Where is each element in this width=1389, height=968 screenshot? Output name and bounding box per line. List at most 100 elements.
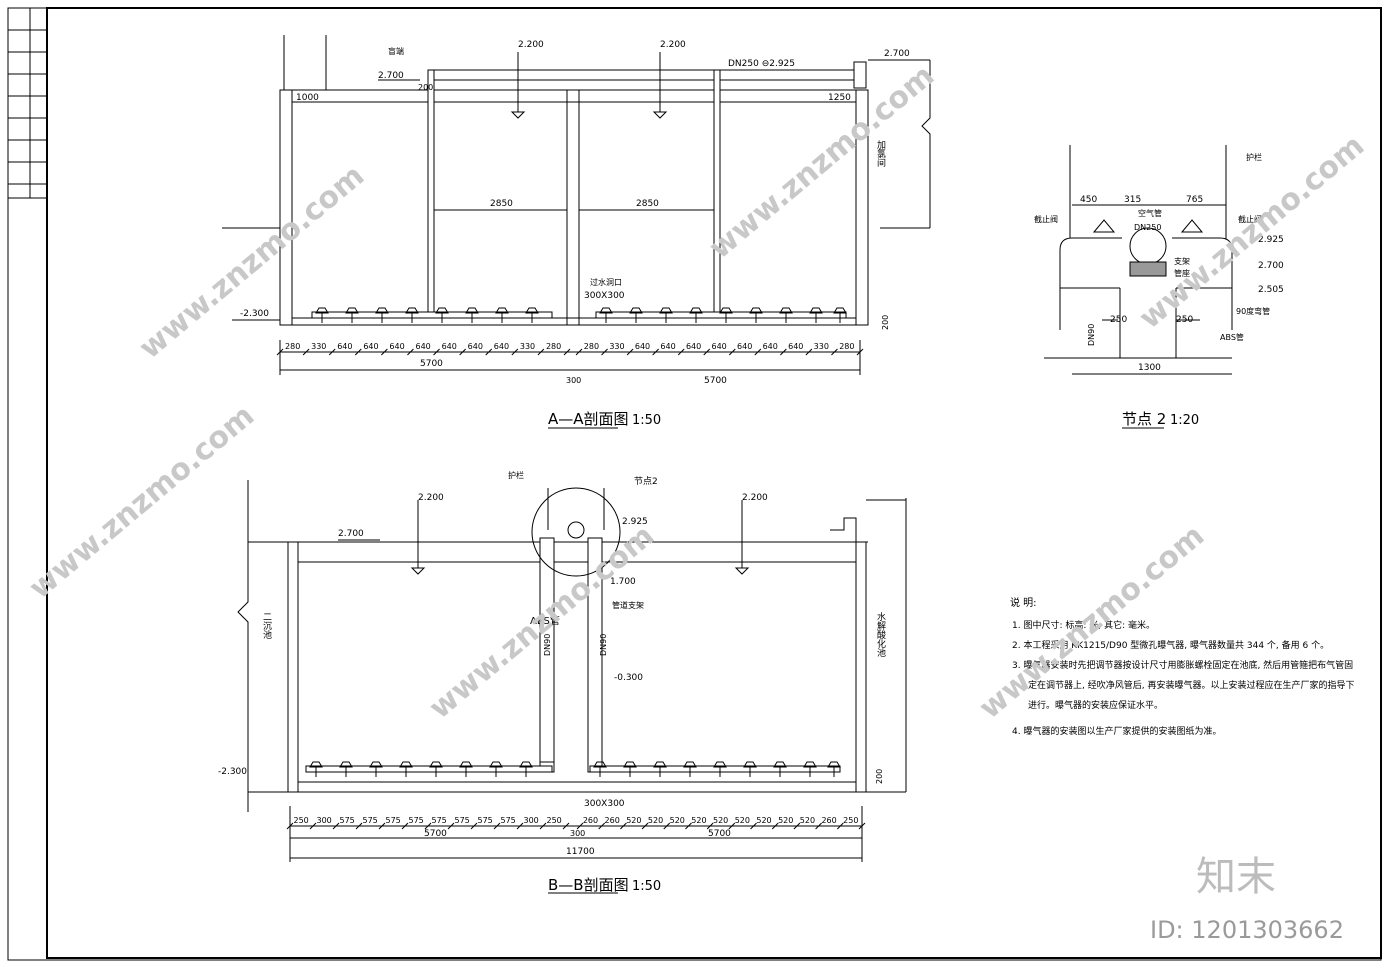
- detail-width: 1300: [1138, 363, 1161, 373]
- dim-value: 520: [670, 816, 685, 825]
- slab-200: 200: [881, 315, 890, 330]
- aerator-head: [429, 761, 443, 768]
- detail-pipe-seat: 管座: [1174, 268, 1190, 278]
- dim-value: 640: [363, 342, 378, 351]
- dim-value: 330: [609, 342, 624, 351]
- dim-value: 300: [317, 816, 332, 825]
- detail-level-2: 2.700: [1258, 261, 1284, 271]
- aerator-head: [623, 761, 637, 768]
- air-pipe: [567, 521, 585, 539]
- dim-value: 300: [524, 816, 539, 825]
- bb-level-bottom: -2.300: [218, 767, 247, 777]
- dim-tick: [328, 348, 336, 356]
- dim-tick: [728, 348, 736, 356]
- dim-tick: [754, 348, 762, 356]
- aerator-head: [599, 307, 613, 314]
- bb-level-low: -0.300: [614, 673, 643, 683]
- dim-value: 330: [520, 342, 535, 351]
- dim-value: 250: [547, 816, 562, 825]
- dim-value: 260: [605, 816, 620, 825]
- bb-slab-200: 200: [875, 769, 884, 784]
- level-top-right: 2.700: [884, 49, 910, 59]
- dim-tick: [302, 348, 310, 356]
- detail-dim-450: 450: [1080, 195, 1097, 205]
- detail-dn90: DN90: [1087, 324, 1096, 346]
- abs-pipe-left: [1059, 237, 1122, 330]
- dim-tick: [470, 822, 478, 830]
- overflow-size: 300X300: [584, 291, 625, 301]
- bb-left-pool: 二沉池: [261, 612, 272, 639]
- dim-tick: [493, 822, 501, 830]
- dim-value: 520: [778, 816, 793, 825]
- detail-valve-left: 截止阀: [1034, 214, 1058, 224]
- break-line-right: [921, 60, 931, 228]
- aerator-head: [369, 761, 383, 768]
- aerator-head: [525, 307, 539, 314]
- dim-value: 575: [455, 816, 470, 825]
- bb-right-pool: 水解酸化池: [875, 611, 886, 657]
- dim-value: 640: [416, 342, 431, 351]
- note-3c: 进行。曝气器的安装应保证水平。: [1028, 699, 1163, 711]
- brand-id: ID: 1201303662: [1150, 916, 1344, 944]
- section-bb: 护栏 节点2 2.200 2.200 2.700 2.925 1.700 管道支…: [218, 470, 907, 894]
- dim-value: 520: [756, 816, 771, 825]
- overflow-label: 过水洞口: [590, 277, 622, 287]
- aerator-head: [719, 307, 733, 314]
- dim-value: 520: [691, 816, 706, 825]
- bb-overall: 11700: [566, 847, 595, 857]
- section-bb-title: B—B剖面图: [548, 876, 629, 894]
- dim-value: 575: [432, 816, 447, 825]
- dim-tick: [780, 348, 787, 356]
- dim-tick: [459, 348, 466, 356]
- detail-2-scale: 1:20: [1170, 413, 1199, 428]
- aerator-head: [689, 307, 703, 314]
- dim-value: 575: [501, 816, 516, 825]
- dim-tick: [626, 348, 634, 356]
- dim-tick: [276, 348, 284, 356]
- dim-value: 260: [821, 816, 836, 825]
- dim-value: 640: [442, 342, 457, 351]
- dim-value: 640: [635, 342, 650, 351]
- dim-tick: [537, 348, 545, 356]
- title-block-strip: [7, 7, 48, 199]
- dim-tick: [663, 822, 671, 830]
- dim-tick: [836, 822, 844, 830]
- dim-1000: 1000: [296, 93, 319, 103]
- bb-level-top: 2.700: [338, 529, 364, 539]
- level-bottom: -2.300: [240, 309, 269, 319]
- dim-value: 575: [478, 816, 493, 825]
- bb-water-2: 2.200: [742, 493, 768, 503]
- aerator-pipe-left: [305, 765, 553, 773]
- dim-tick: [771, 822, 779, 830]
- aerator-head: [339, 761, 353, 768]
- aerator-head: [773, 761, 787, 768]
- dim-value: 640: [788, 342, 803, 351]
- bb-overflow-size: 300X300: [584, 799, 625, 809]
- dim-value: 520: [735, 816, 750, 825]
- dim-value: 575: [340, 816, 355, 825]
- aerator-row: [309, 761, 841, 777]
- aerator-row: [315, 307, 847, 323]
- note-1: 1. 图中尺寸: 标高: 米; 其它: 毫米。: [1012, 619, 1155, 631]
- bb-dn90-right: DN90: [599, 634, 608, 656]
- dim-tick: [598, 822, 606, 830]
- dim-value: 280: [584, 342, 599, 351]
- dim-tick: [539, 822, 547, 830]
- dim-tick: [511, 348, 519, 356]
- aerator-head: [375, 307, 389, 314]
- detail-level-1: 2.925: [1258, 235, 1284, 245]
- pipe-support: [1129, 261, 1167, 277]
- dim-value: 640: [494, 342, 509, 351]
- spacing-1: 2850: [490, 199, 513, 209]
- drop-pipe-right: [713, 69, 721, 316]
- dim-tick: [805, 348, 813, 356]
- dim-value: 575: [409, 816, 424, 825]
- aerator-head: [749, 307, 763, 314]
- section-aa-title: A—A剖面图: [548, 410, 629, 428]
- aerator-head: [315, 307, 329, 314]
- aerator-head: [833, 307, 847, 314]
- dim-value: 640: [686, 342, 701, 351]
- aerator-head: [489, 761, 503, 768]
- dim-tick: [858, 822, 866, 830]
